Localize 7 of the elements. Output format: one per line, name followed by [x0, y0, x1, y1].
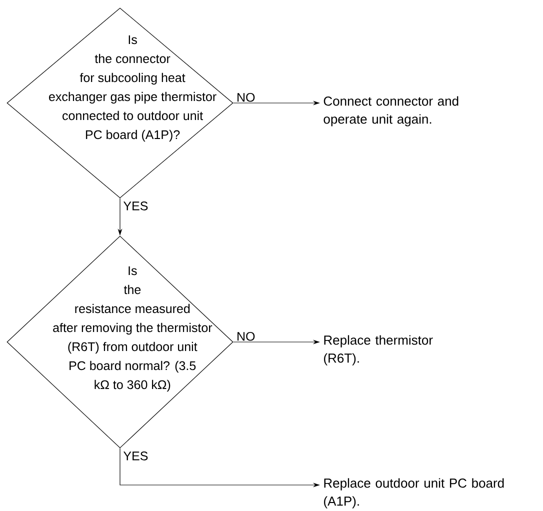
edge-label: NO	[238, 332, 255, 341]
edge-label: NO	[238, 92, 255, 102]
edge-label: YES	[123, 202, 148, 210]
edge-label: YES	[123, 452, 148, 460]
action-text: Connect connector and operate unit again.	[324, 96, 458, 126]
action-text: Replace thermistor (R6T).	[324, 335, 433, 366]
action-text: Replace outdoor unit PC board (A1P).	[324, 478, 504, 508]
